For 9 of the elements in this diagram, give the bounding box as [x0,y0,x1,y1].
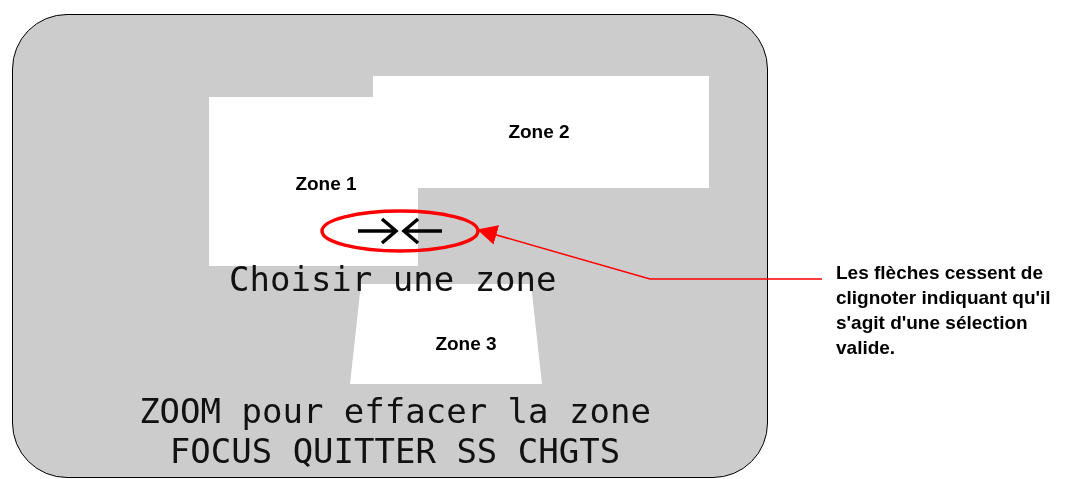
callout-text: Les flèches cessent de clignoter indiquant qu'il s'agit d'une sélection valide. [836,260,1076,380]
screen-panel [12,14,768,478]
leader-arrow [477,225,823,280]
zone-label: Zone 1 [295,173,357,195]
zone-label: Zone 2 [508,121,570,143]
zone-label: Zone 3 [435,333,497,355]
prompt-text: Choisir une zone [229,259,557,299]
key-hint-text: ZOOM pour effacer la zone FOCUS QUITTER SS CHGTS [138,391,652,471]
zone-area [373,76,709,188]
